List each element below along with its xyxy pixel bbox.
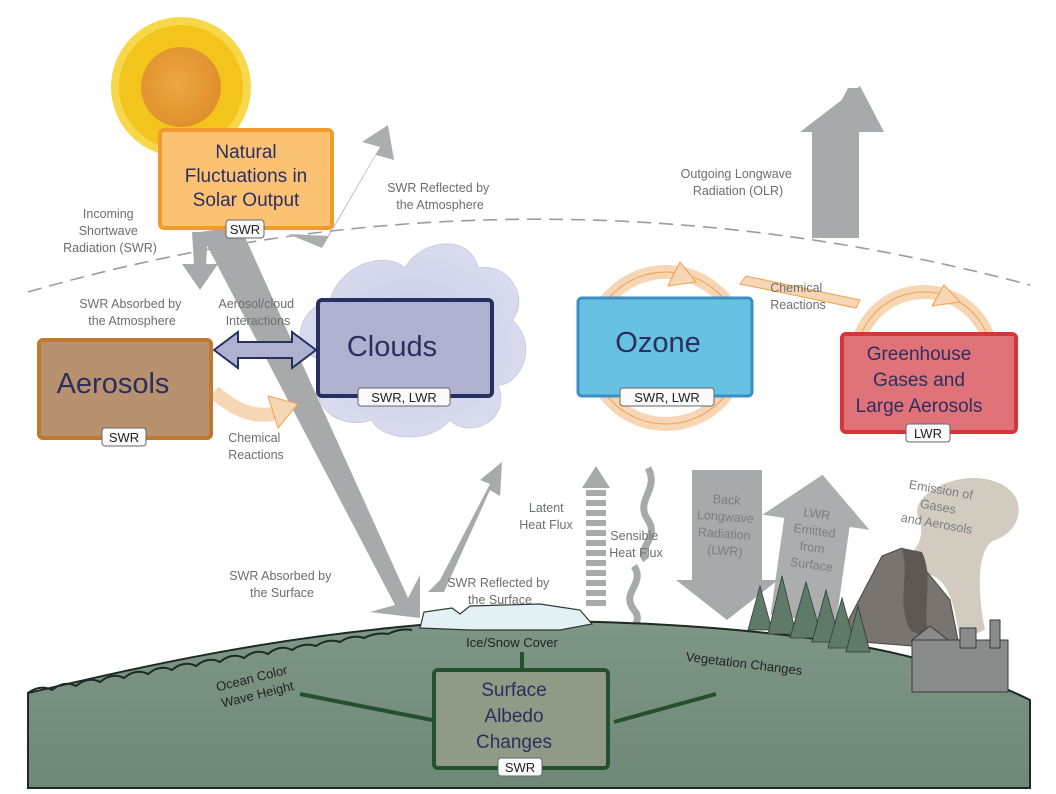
solar-output-box: Natural Fluctuations in Solar Output SWR (158, 128, 334, 239)
label-swr-reflected-atmosphere: SWR Reflected by the Atmosphere (387, 181, 493, 212)
albedo-title-line3: Changes (476, 732, 552, 753)
clouds-box: Clouds SWR, LWR (316, 298, 494, 407)
swr-reflected-atmosphere-arrow (288, 125, 394, 248)
albedo-connector-right (613, 692, 717, 724)
albedo-title-line1: Surface (481, 680, 546, 701)
sun-icon (111, 17, 251, 157)
label-chemical-reactions-top: Chemical Reactions (770, 281, 826, 312)
label-back-lwr: Back Longwave Radiation (LWR) (694, 491, 759, 560)
label-swr-absorbed-atmosphere: SWR Absorbed by the Atmosphere (79, 297, 185, 328)
albedo-connector-left (299, 692, 433, 722)
aerosols-tag: SWR (109, 430, 139, 445)
volcano-smoke-core (902, 548, 930, 640)
swr-absorbed-atmosphere-arrow (182, 232, 218, 290)
solar-output-title-line2: Fluctuations in (185, 166, 308, 187)
lwr-emitted-arrow (762, 474, 870, 625)
ocean-waves-icon (27, 628, 413, 694)
label-latent-heat: Latent Heat Flux (519, 501, 573, 532)
swr-reflected-surface-arrow (428, 462, 502, 592)
olr-arrow-shaft (815, 128, 859, 238)
emission-plume (892, 478, 1019, 640)
solar-output-title-line1: Natural (215, 142, 276, 163)
factory-icon (910, 619, 1009, 693)
solar-output-title-line3: Solar Output (193, 190, 300, 211)
label-swr-reflected-surface: SWR Reflected by the Surface (447, 576, 553, 607)
aerosols-box: Aerosols SWR (37, 338, 213, 447)
label-sensible-heat: Sensible Heat Flux (609, 529, 663, 560)
ozone-box: Ozone SWR, LWR (576, 296, 754, 407)
ghg-title-line1: Greenhouse (867, 344, 972, 365)
olr-arrow-head (800, 86, 884, 132)
ozone-title: Ozone (615, 327, 700, 359)
label-olr: Outgoing Longwave Radiation (OLR) (681, 167, 796, 198)
ghg-box: Greenhouse Gases and Large Aerosols LWR (840, 332, 1018, 443)
label-aerosol-cloud: Aerosol/cloud Interactions (218, 297, 297, 328)
label-lwr-emitted: LWR Emitted from Surface (788, 504, 842, 575)
label-incoming-swr: Incoming Shortwave Radiation (SWR) (63, 207, 157, 255)
ice-snow-cover (419, 603, 594, 631)
ghg-title-line3: Large Aerosols (856, 396, 983, 417)
albedo-tag: SWR (505, 760, 535, 775)
forest-icon (747, 575, 871, 653)
label-ice-snow: Ice/Snow Cover (466, 635, 558, 650)
label-chemical-reactions-left: Chemical Reactions (228, 431, 284, 462)
clouds-title: Clouds (347, 331, 437, 363)
ghg-tag: LWR (914, 426, 942, 441)
albedo-title-line2: Albedo (484, 706, 543, 727)
latent-heat-arrow (582, 466, 610, 606)
albedo-box: Surface Albedo Changes SWR (432, 668, 610, 777)
clouds-tag: SWR, LWR (371, 390, 436, 405)
aerosols-title: Aerosols (57, 368, 170, 400)
solar-output-tag: SWR (230, 222, 260, 237)
ozone-tag: SWR, LWR (634, 390, 699, 405)
atmosphere-boundary (27, 218, 1031, 293)
label-swr-absorbed-surface: SWR Absorbed by the Surface (229, 569, 335, 600)
back-lwr-arrow (676, 470, 778, 620)
ghg-title-line2: Gases and (873, 370, 965, 391)
chemical-reactions-top-arrow (739, 275, 861, 309)
chemical-reactions-left-arrowhead (267, 395, 299, 430)
swr-to-surface-arrow (200, 226, 420, 618)
sensible-heat-squiggle-upper (640, 466, 655, 563)
